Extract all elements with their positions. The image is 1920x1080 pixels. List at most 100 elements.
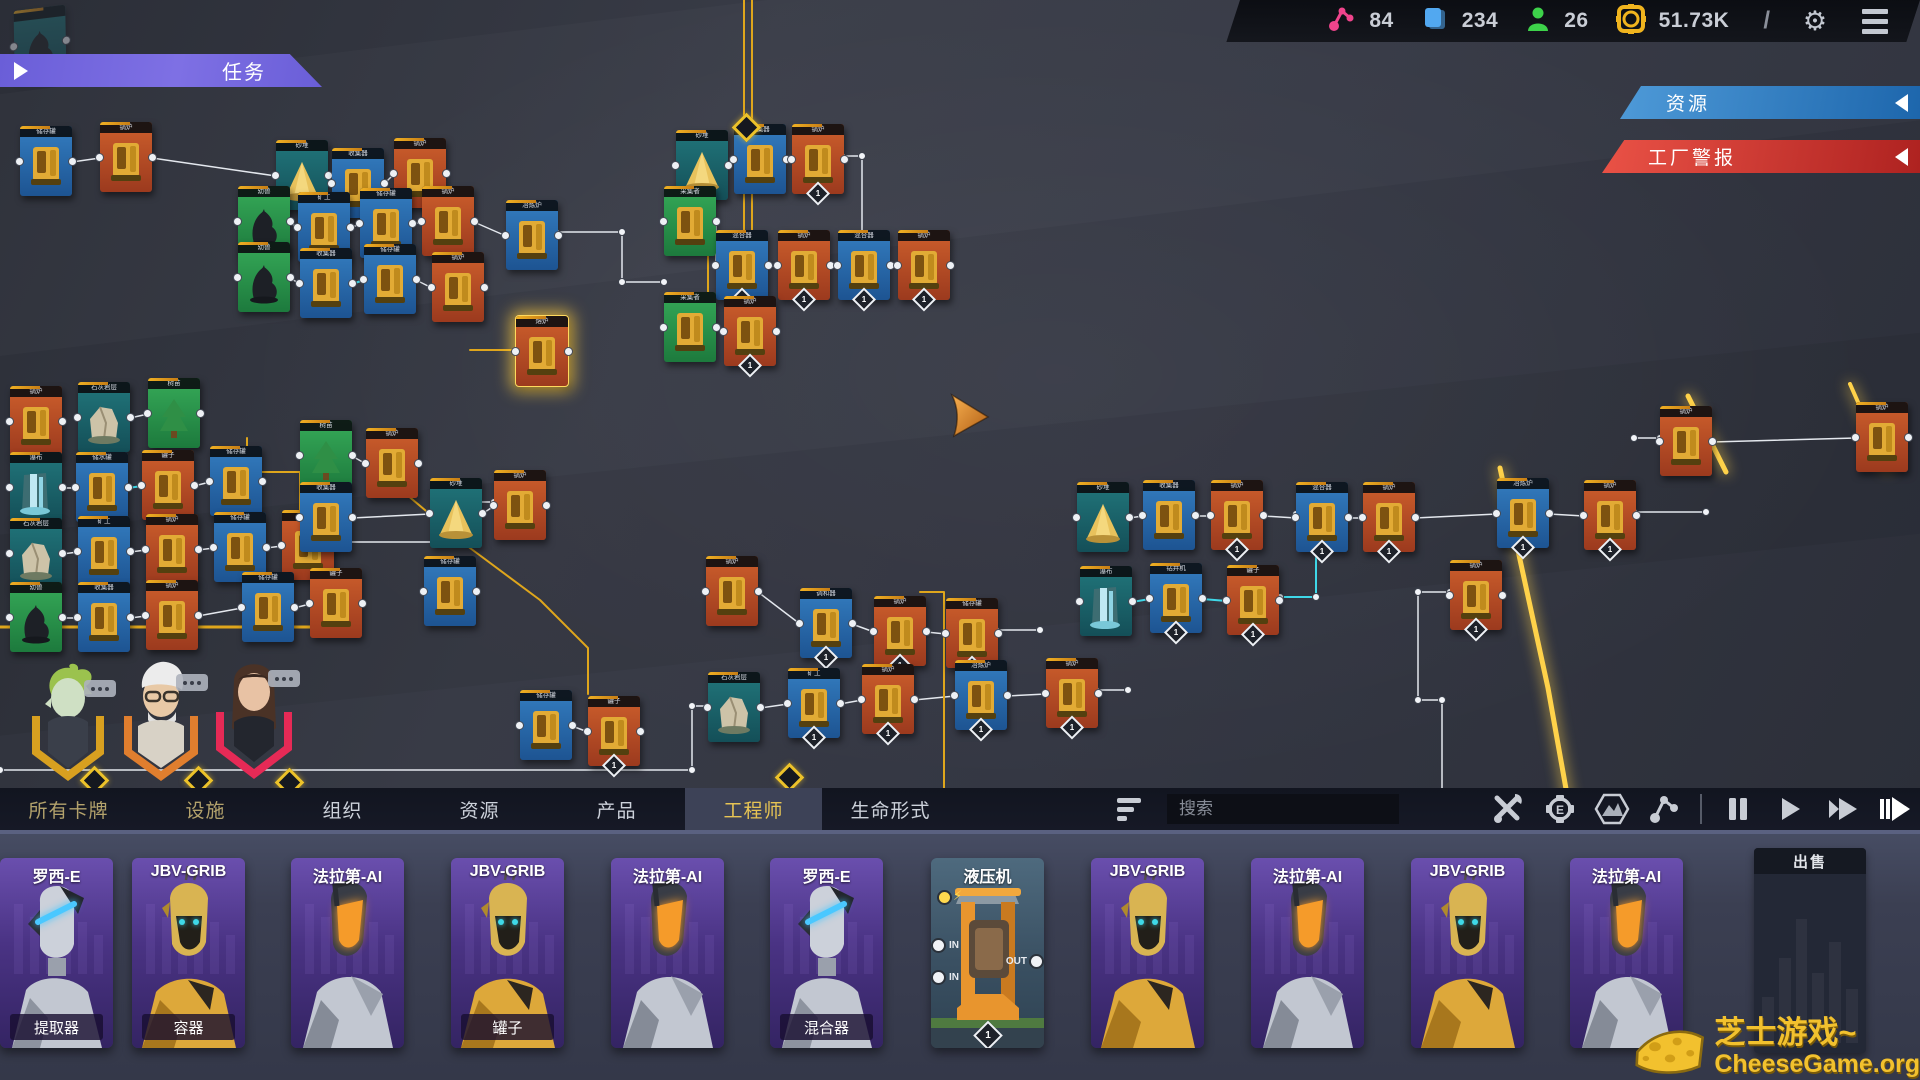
input-port[interactable] (787, 155, 796, 164)
output-port[interactable] (348, 279, 357, 288)
output-port[interactable] (1003, 691, 1012, 700)
input-port[interactable] (1655, 437, 1664, 446)
graph-card[interactable]: 矿工 (73, 516, 135, 586)
input-port[interactable] (389, 169, 398, 178)
tray-card-法拉第-AI[interactable]: 法拉第-AI (611, 858, 724, 1048)
resources-panel-banner[interactable]: 资源 (1620, 86, 1920, 119)
tray-card-法拉第-AI[interactable]: 法拉第-AI (291, 858, 404, 1048)
output-port[interactable] (414, 459, 423, 468)
output-port[interactable] (442, 169, 451, 178)
graph-card[interactable]: 熔炉 (511, 315, 573, 387)
input-port[interactable] (719, 327, 728, 336)
input-port[interactable] (515, 721, 524, 730)
output-port[interactable] (126, 613, 135, 622)
output-port[interactable] (1275, 596, 1284, 605)
graph-card[interactable]: 采集者 (659, 292, 721, 362)
output-port[interactable] (840, 155, 849, 164)
output-port[interactable] (58, 613, 67, 622)
input-port[interactable] (277, 541, 286, 550)
input-port[interactable] (773, 261, 782, 270)
output-port[interactable] (1708, 437, 1717, 446)
output-port[interactable] (290, 603, 299, 612)
input-port[interactable] (417, 217, 426, 226)
input-port[interactable] (671, 161, 680, 170)
output-port[interactable] (772, 327, 781, 336)
output-port[interactable] (258, 477, 267, 486)
graph-card[interactable]: 幼兽 (5, 582, 67, 652)
input-port[interactable] (941, 629, 950, 638)
input-port[interactable] (511, 347, 520, 356)
tray-card-罗西-E[interactable]: 罗西-E 提取器 (0, 858, 113, 1048)
input-port[interactable] (5, 613, 14, 622)
output-port[interactable] (470, 217, 479, 226)
input-port[interactable] (893, 261, 902, 270)
input-port[interactable] (659, 217, 668, 226)
graph-card[interactable]: 采集者 (659, 186, 721, 256)
input-port[interactable] (1206, 511, 1215, 520)
tray-card-JBV-GRIB[interactable]: JBV-GRIB 容器 (132, 858, 245, 1048)
input-port[interactable] (1358, 513, 1367, 522)
output-port[interactable] (922, 627, 931, 636)
tab-所有卡牌[interactable]: 所有卡牌 (28, 800, 109, 822)
graph-card[interactable]: 储存罐 (237, 572, 299, 642)
tray-card-法拉第-AI[interactable]: 法拉第-AI (1251, 858, 1364, 1048)
graph-card[interactable]: 锅炉 (5, 386, 67, 456)
input-port[interactable] (833, 261, 842, 270)
output-port[interactable] (764, 261, 773, 270)
input-port[interactable] (783, 699, 792, 708)
input-port[interactable] (425, 509, 434, 518)
output-port[interactable] (190, 481, 199, 490)
graph-card[interactable]: 收集器 (295, 248, 357, 318)
output-port[interactable] (348, 513, 357, 522)
output-port[interactable] (408, 219, 417, 228)
output-port[interactable] (58, 549, 67, 558)
input-port[interactable] (327, 179, 336, 188)
input-port[interactable] (359, 275, 368, 284)
node-graph-icon[interactable] (1638, 788, 1690, 830)
input-port[interactable] (209, 543, 218, 552)
output-port[interactable] (1498, 591, 1507, 600)
input-port[interactable] (293, 223, 302, 232)
avatar-engineer-elder[interactable] (114, 654, 206, 797)
tray-card-法拉第-AI[interactable]: 法拉第-AI (1570, 858, 1683, 1048)
graph-card[interactable]: 收集器 (729, 124, 791, 194)
factory-graph-canvas[interactable]: 储存罐锅炉砂堆收集器锅炉幼兽矿工储存罐锅炉冶炼炉幼兽收集器储存罐锅炉熔炉砂堆收集… (0, 0, 1920, 832)
input-port[interactable] (1851, 433, 1860, 442)
output-port[interactable] (1904, 433, 1913, 442)
input-port[interactable] (15, 157, 24, 166)
graph-card[interactable]: 幼兽 (233, 242, 295, 312)
factory-alert-banner[interactable]: 工厂警报 (1602, 140, 1920, 173)
output-port[interactable] (196, 409, 205, 418)
input-port[interactable] (5, 483, 14, 492)
input-port[interactable] (1445, 591, 1454, 600)
output-port[interactable] (1632, 511, 1641, 520)
graph-card[interactable]: 储存罐 (209, 512, 271, 582)
input-port[interactable] (1075, 597, 1084, 606)
output-port[interactable] (910, 695, 919, 704)
hexagon-terrain-icon[interactable] (1586, 788, 1638, 830)
output-port[interactable] (286, 217, 295, 226)
input-port[interactable] (237, 603, 246, 612)
graph-card[interactable]: 锅炉 (95, 122, 157, 192)
graph-card[interactable]: 锅炉1 (869, 596, 931, 678)
output-port[interactable] (1128, 597, 1137, 606)
task-banner[interactable]: 任务 (0, 54, 322, 87)
tab-设施[interactable]: 设施 (185, 800, 226, 822)
output-port[interactable] (836, 699, 845, 708)
graph-card[interactable]: 储存罐 (419, 556, 481, 626)
graph-card[interactable]: 石灰岩层 (5, 518, 67, 588)
input-port[interactable] (1579, 511, 1588, 520)
